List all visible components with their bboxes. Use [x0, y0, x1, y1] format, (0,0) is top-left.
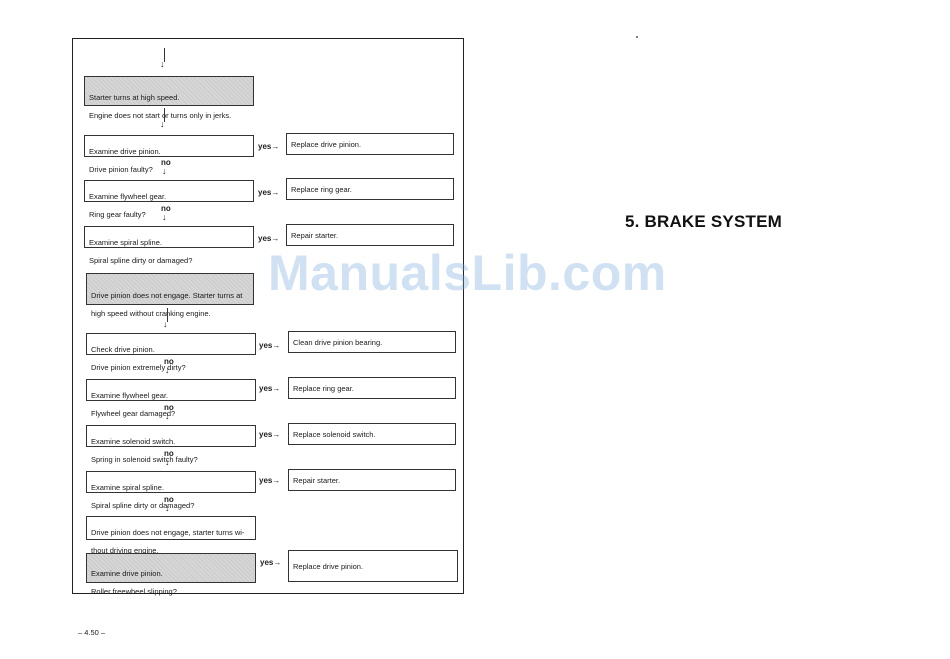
- yes-label: yes→: [259, 384, 281, 393]
- final-check-box: Examine drive pinion. Roller freewheel s…: [86, 553, 256, 596]
- check-box: Examine solenoid switch. Spring in solen…: [86, 425, 256, 464]
- symptom-box-1: Starter turns at high speed. Engine does…: [84, 76, 254, 120]
- section-heading: 5. BRAKE SYSTEM: [625, 212, 782, 231]
- action-text: Repair starter.: [293, 475, 341, 485]
- check-text: Check drive pinion.: [91, 345, 155, 354]
- down-arrow-icon: ↓: [165, 457, 170, 467]
- connector-line: [164, 48, 165, 62]
- action-box: Replace drive pinion.: [286, 133, 454, 155]
- scan-speck: [636, 36, 638, 38]
- symptom-line: high speed without cranking engine.: [91, 309, 211, 318]
- check-question: Flywheel gear damaged?: [91, 409, 176, 418]
- down-arrow-icon: ↓: [165, 411, 170, 421]
- check-question: Drive pinion extremely dirty?: [91, 363, 186, 372]
- symptom-line: Starter turns at high speed.: [89, 93, 180, 102]
- no-label: no: [164, 357, 174, 366]
- action-box: Replace drive pinion.: [288, 550, 458, 582]
- check-text: Examine drive pinion.: [91, 569, 163, 578]
- action-text: Replace drive pinion.: [293, 561, 364, 571]
- connector-line: [164, 108, 165, 122]
- check-text: Examine spiral spline.: [89, 238, 162, 247]
- no-label: no: [161, 204, 171, 213]
- action-text: Repair starter.: [291, 230, 339, 240]
- down-arrow-icon: ↓: [163, 319, 168, 329]
- yes-label: yes→: [259, 430, 281, 439]
- watermark: ManualsLib.com: [268, 245, 667, 301]
- action-text: Replace solenoid switch.: [293, 429, 376, 439]
- check-text: Examine drive pinion.: [89, 147, 161, 156]
- connector-line: [167, 308, 168, 322]
- yes-label: yes→: [258, 142, 280, 151]
- check-box: Examine flywheel gear. Ring gear faulty?: [84, 180, 254, 219]
- check-question: Ring gear faulty?: [89, 210, 146, 219]
- action-text: Clean drive pinion bearing.: [293, 337, 383, 347]
- yes-label: yes→: [259, 476, 281, 485]
- yes-label: yes→: [258, 234, 280, 243]
- action-box: Replace ring gear.: [286, 178, 454, 200]
- symptom-line: Engine does not start or turns only in j…: [89, 111, 232, 120]
- down-arrow-icon: ↓: [160, 59, 165, 69]
- check-question: Spiral spline dirty or damaged?: [91, 501, 195, 510]
- yes-label: yes→: [260, 558, 282, 567]
- down-arrow-icon: ↓: [160, 119, 165, 129]
- down-arrow-icon: ↓: [162, 212, 167, 222]
- note-box: Drive pinion does not engage, starter tu…: [86, 516, 256, 555]
- check-question: Roller freewheel slipping?: [91, 587, 177, 596]
- no-label: no: [164, 495, 174, 504]
- symptom-box-2: Drive pinion does not engage. Starter tu…: [86, 273, 254, 318]
- action-box: Repair starter.: [286, 224, 454, 246]
- action-box: Replace ring gear.: [288, 377, 456, 399]
- no-label: no: [164, 403, 174, 412]
- yes-label: yes→: [258, 188, 280, 197]
- symptom-line: Drive pinion does not engage. Starter tu…: [91, 291, 243, 300]
- page-number: – 4.50 –: [78, 628, 106, 637]
- no-label: no: [161, 158, 171, 167]
- note-text: Drive pinion does not engage, starter tu…: [91, 528, 245, 537]
- check-box: Examine flywheel gear. Flywheel gear dam…: [86, 379, 256, 418]
- action-box: Clean drive pinion bearing.: [288, 331, 456, 353]
- action-text: Replace ring gear.: [291, 184, 352, 194]
- check-text: Examine flywheel gear.: [91, 391, 169, 400]
- check-text: Examine flywheel gear.: [89, 192, 167, 201]
- no-label: no: [164, 449, 174, 458]
- check-text: Examine solenoid switch.: [91, 437, 176, 446]
- check-text: Examine spiral spline.: [91, 483, 164, 492]
- action-box: Replace solenoid switch.: [288, 423, 456, 445]
- down-arrow-icon: ↓: [165, 503, 170, 513]
- check-box: Examine drive pinion. Drive pinion fault…: [84, 135, 254, 174]
- check-question: Spiral spline dirty or damaged?: [89, 256, 193, 265]
- check-question: Spring in solenoid switch faulty?: [91, 455, 198, 464]
- down-arrow-icon: ↓: [162, 166, 167, 176]
- action-text: Replace ring gear.: [293, 383, 354, 393]
- action-box: Repair starter.: [288, 469, 456, 491]
- action-text: Replace drive pinion.: [291, 139, 362, 149]
- note-text: thout driving engine.: [91, 546, 159, 555]
- flowchart-frame: [72, 38, 464, 594]
- down-arrow-icon: ↓: [165, 365, 170, 375]
- check-box: Check drive pinion. Drive pinion extreme…: [86, 333, 256, 372]
- yes-label: yes→: [259, 341, 281, 350]
- check-question: Drive pinion faulty?: [89, 165, 153, 174]
- check-box: Examine spiral spline. Spiral spline dir…: [86, 471, 256, 510]
- check-box: Examine spiral spline. Spiral spline dir…: [84, 226, 254, 265]
